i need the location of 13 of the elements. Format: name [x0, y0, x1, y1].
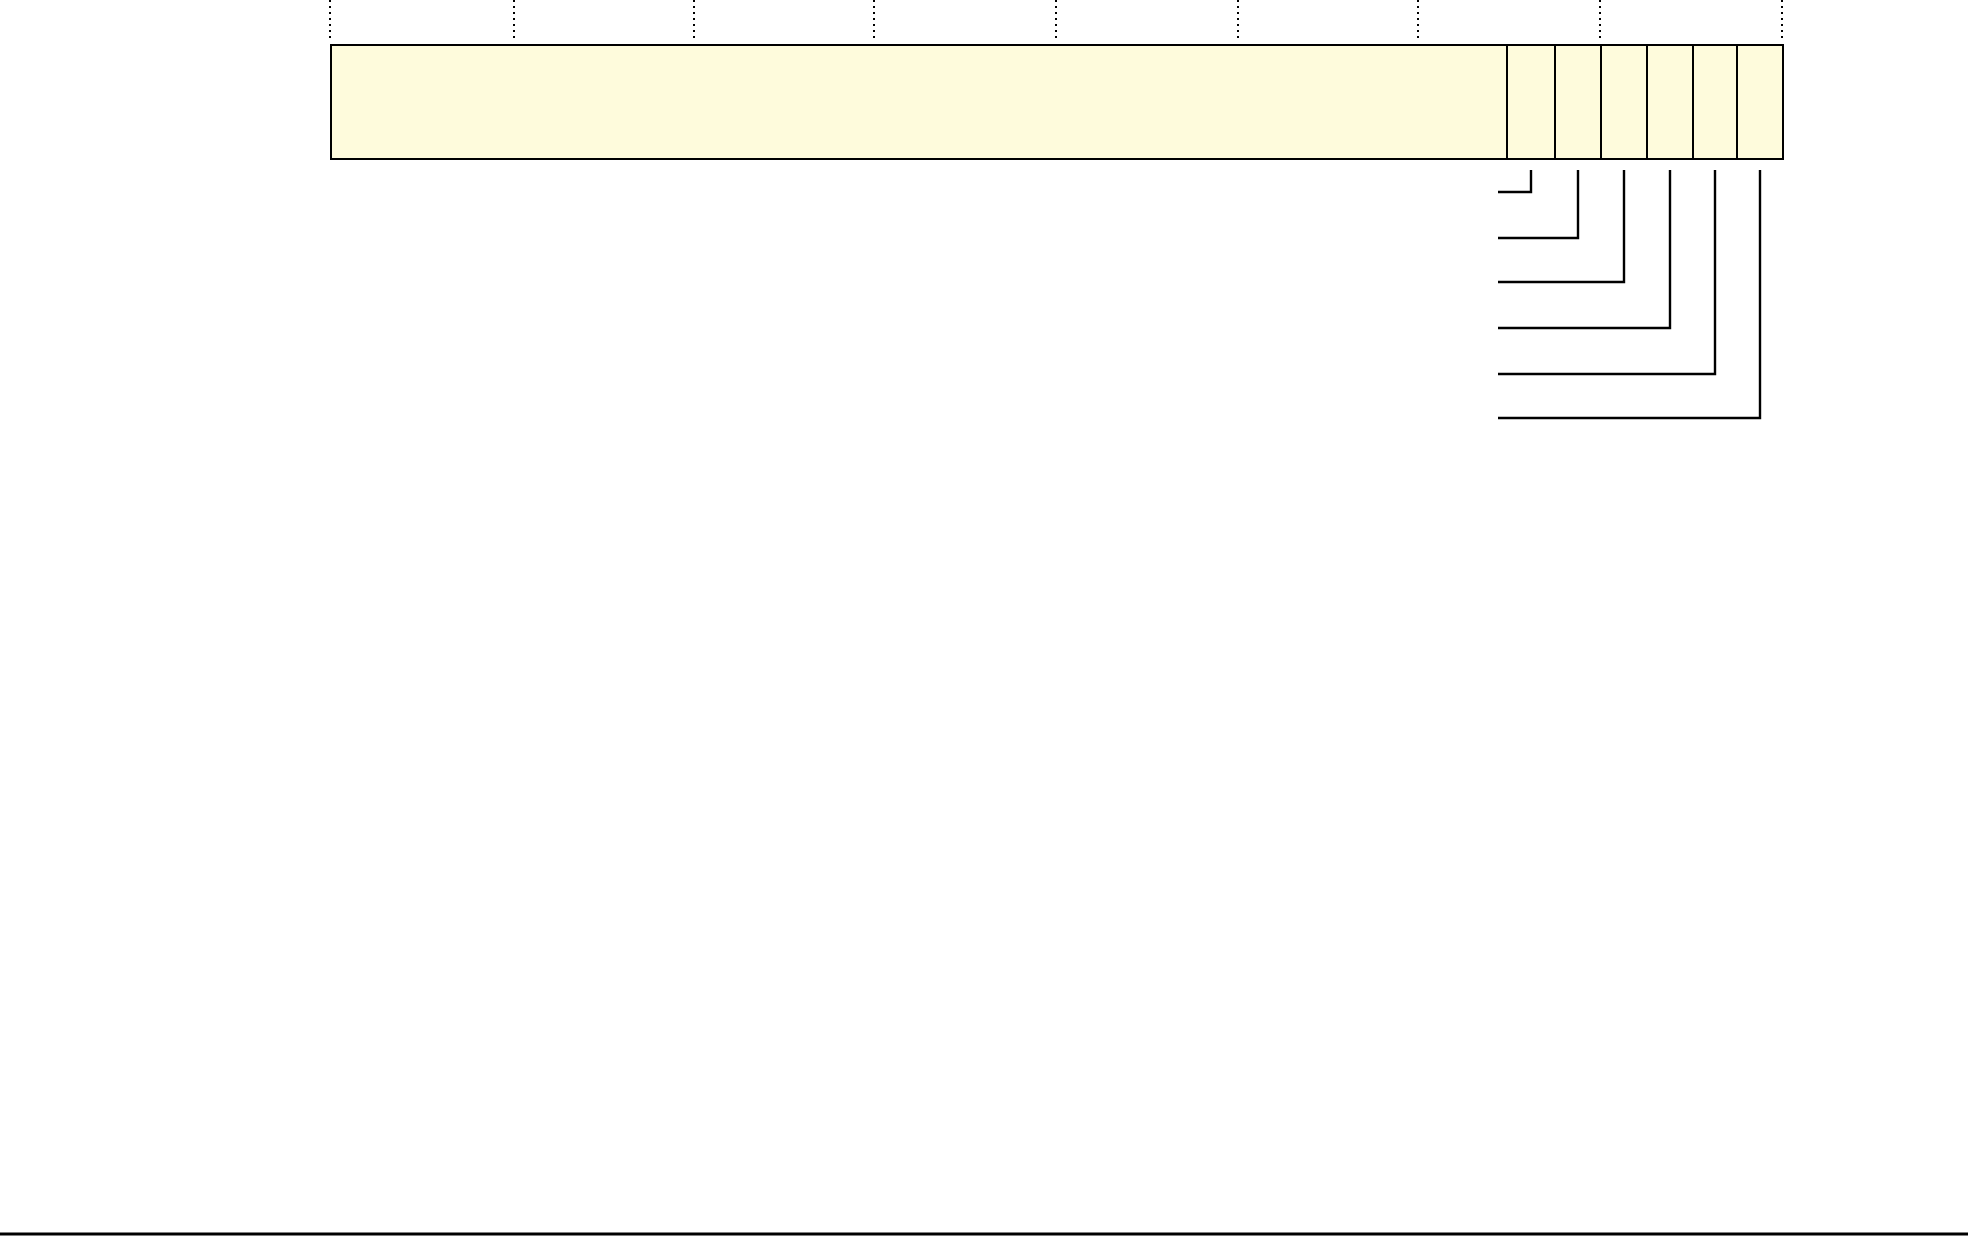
leader-line: [1498, 170, 1533, 194]
bit-field: [1506, 44, 1556, 160]
leader-line: [1498, 170, 1762, 420]
leader-line: [1498, 170, 1580, 240]
bit-field: [1646, 44, 1694, 160]
register-field: [330, 44, 1508, 160]
leader-line: [1498, 170, 1626, 284]
bit-field: [1692, 44, 1738, 160]
leader-line: [1498, 170, 1717, 376]
leader-line: [1498, 170, 1672, 330]
bit-field: [1600, 44, 1648, 160]
bit-field: [1736, 44, 1784, 160]
bit-field: [1554, 44, 1602, 160]
